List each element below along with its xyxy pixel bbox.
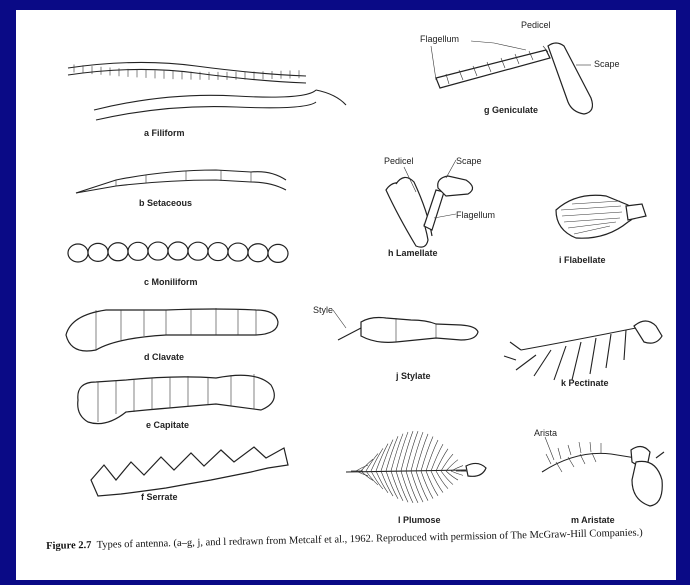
- label-setaceous: b Setaceous: [139, 198, 192, 208]
- caption-figure-number: Figure 2.7: [46, 540, 92, 552]
- label-plumose: l Plumose: [398, 515, 441, 525]
- part-scape-lamellate: Scape: [456, 156, 482, 166]
- label-geniculate: g Geniculate: [484, 105, 538, 115]
- part-flagellum-geniculate: Flagellum: [420, 34, 459, 44]
- label-aristate: m Aristate: [571, 515, 615, 525]
- pectinate-antenna-drawing: [504, 321, 662, 380]
- geniculate-antenna-drawing: [436, 43, 592, 114]
- label-clavate: d Clavate: [144, 352, 184, 362]
- label-lamellate: h Lamellate: [388, 248, 438, 258]
- label-moniliform: c Moniliform: [144, 277, 198, 287]
- moniliform-antenna-drawing: [68, 242, 288, 262]
- part-flagellum-lamellate: Flagellum: [456, 210, 495, 220]
- serrate-antenna-drawing: [91, 447, 288, 496]
- part-arista-aristate: Arista: [534, 428, 557, 438]
- capitate-antenna-drawing: [78, 374, 275, 424]
- filiform-antenna-drawing: [68, 62, 346, 120]
- label-capitate: e Capitate: [146, 420, 189, 430]
- setaceous-antenna-drawing: [76, 170, 286, 193]
- plumose-antenna-drawing: [346, 431, 486, 503]
- flabellate-antenna-drawing: [556, 195, 646, 238]
- clavate-antenna-drawing: [66, 308, 278, 351]
- part-style-stylate: Style: [313, 305, 333, 315]
- leader-lines: [333, 41, 591, 460]
- label-pectinate: k Pectinate: [561, 378, 609, 388]
- label-serrate: f Serrate: [141, 492, 178, 502]
- aristate-antenna-drawing: [542, 442, 664, 506]
- label-flabellate: i Flabellate: [559, 255, 606, 265]
- stylate-antenna-drawing: [338, 318, 478, 343]
- part-pedicel-geniculate: Pedicel: [521, 20, 551, 30]
- label-filiform: a Filiform: [144, 128, 185, 138]
- figure-panel: a Filiform b Setaceous c Moniliform d Cl…: [16, 10, 676, 580]
- part-scape-geniculate: Scape: [594, 59, 620, 69]
- part-pedicel-lamellate: Pedicel: [384, 156, 414, 166]
- label-stylate: j Stylate: [396, 371, 431, 381]
- antenna-drawings: [16, 10, 676, 580]
